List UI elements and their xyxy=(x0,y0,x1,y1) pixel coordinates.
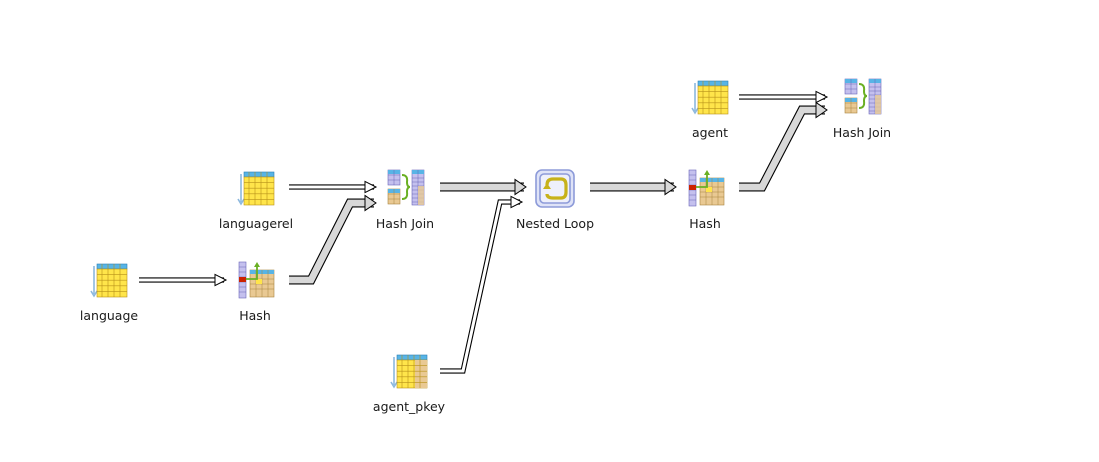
node-languagerel[interactable]: languagerel xyxy=(196,169,316,249)
node-label: agent_pkey xyxy=(372,399,446,414)
edge-languagerel-to-hashjoin1 xyxy=(289,180,378,194)
node-language[interactable]: language xyxy=(49,261,169,341)
node-label: Hash Join xyxy=(832,125,892,140)
seq-scan-icon xyxy=(691,80,729,115)
seq-scan-icon xyxy=(237,171,275,206)
node-label: language xyxy=(79,308,139,323)
node-hash-join-2[interactable]: Hash Join xyxy=(802,78,922,158)
hash-icon xyxy=(688,169,725,207)
node-agent[interactable]: agent xyxy=(650,78,770,158)
edge-agent-to-hashjoin2 xyxy=(739,90,829,104)
node-label: Nested Loop xyxy=(515,216,595,231)
seq-scan-icon xyxy=(90,263,128,298)
edge-agent_pkey-to-nestedloop xyxy=(440,195,524,374)
index-scan-icon xyxy=(390,354,428,389)
plan-edges xyxy=(139,90,829,374)
node-hash-1[interactable]: Hash xyxy=(195,261,315,341)
edge-hash2-to-hashjoin2 xyxy=(739,101,828,192)
edge-nestedloop-to-hash2 xyxy=(590,178,677,196)
edge-hashjoin1-to-nestedloop xyxy=(440,178,527,196)
node-hash-join-1[interactable]: Hash Join xyxy=(345,169,465,249)
node-label: agent xyxy=(691,125,729,140)
hash-join-icon xyxy=(387,169,425,206)
node-agent-pkey[interactable]: agent_pkey xyxy=(349,352,469,432)
nested-loop-icon xyxy=(535,169,575,208)
node-label: Hash Join xyxy=(375,216,435,231)
node-label: languagerel xyxy=(218,216,294,231)
hash-join-icon xyxy=(844,78,882,115)
node-nested-loop[interactable]: Nested Loop xyxy=(495,169,615,249)
node-label: Hash xyxy=(689,216,721,231)
node-hash-2[interactable]: Hash xyxy=(645,169,765,249)
edge-language-to-hash1 xyxy=(139,273,228,287)
node-label: Hash xyxy=(239,308,271,323)
edge-hash1-to-hashjoin1 xyxy=(289,194,377,285)
hash-icon xyxy=(238,261,275,299)
